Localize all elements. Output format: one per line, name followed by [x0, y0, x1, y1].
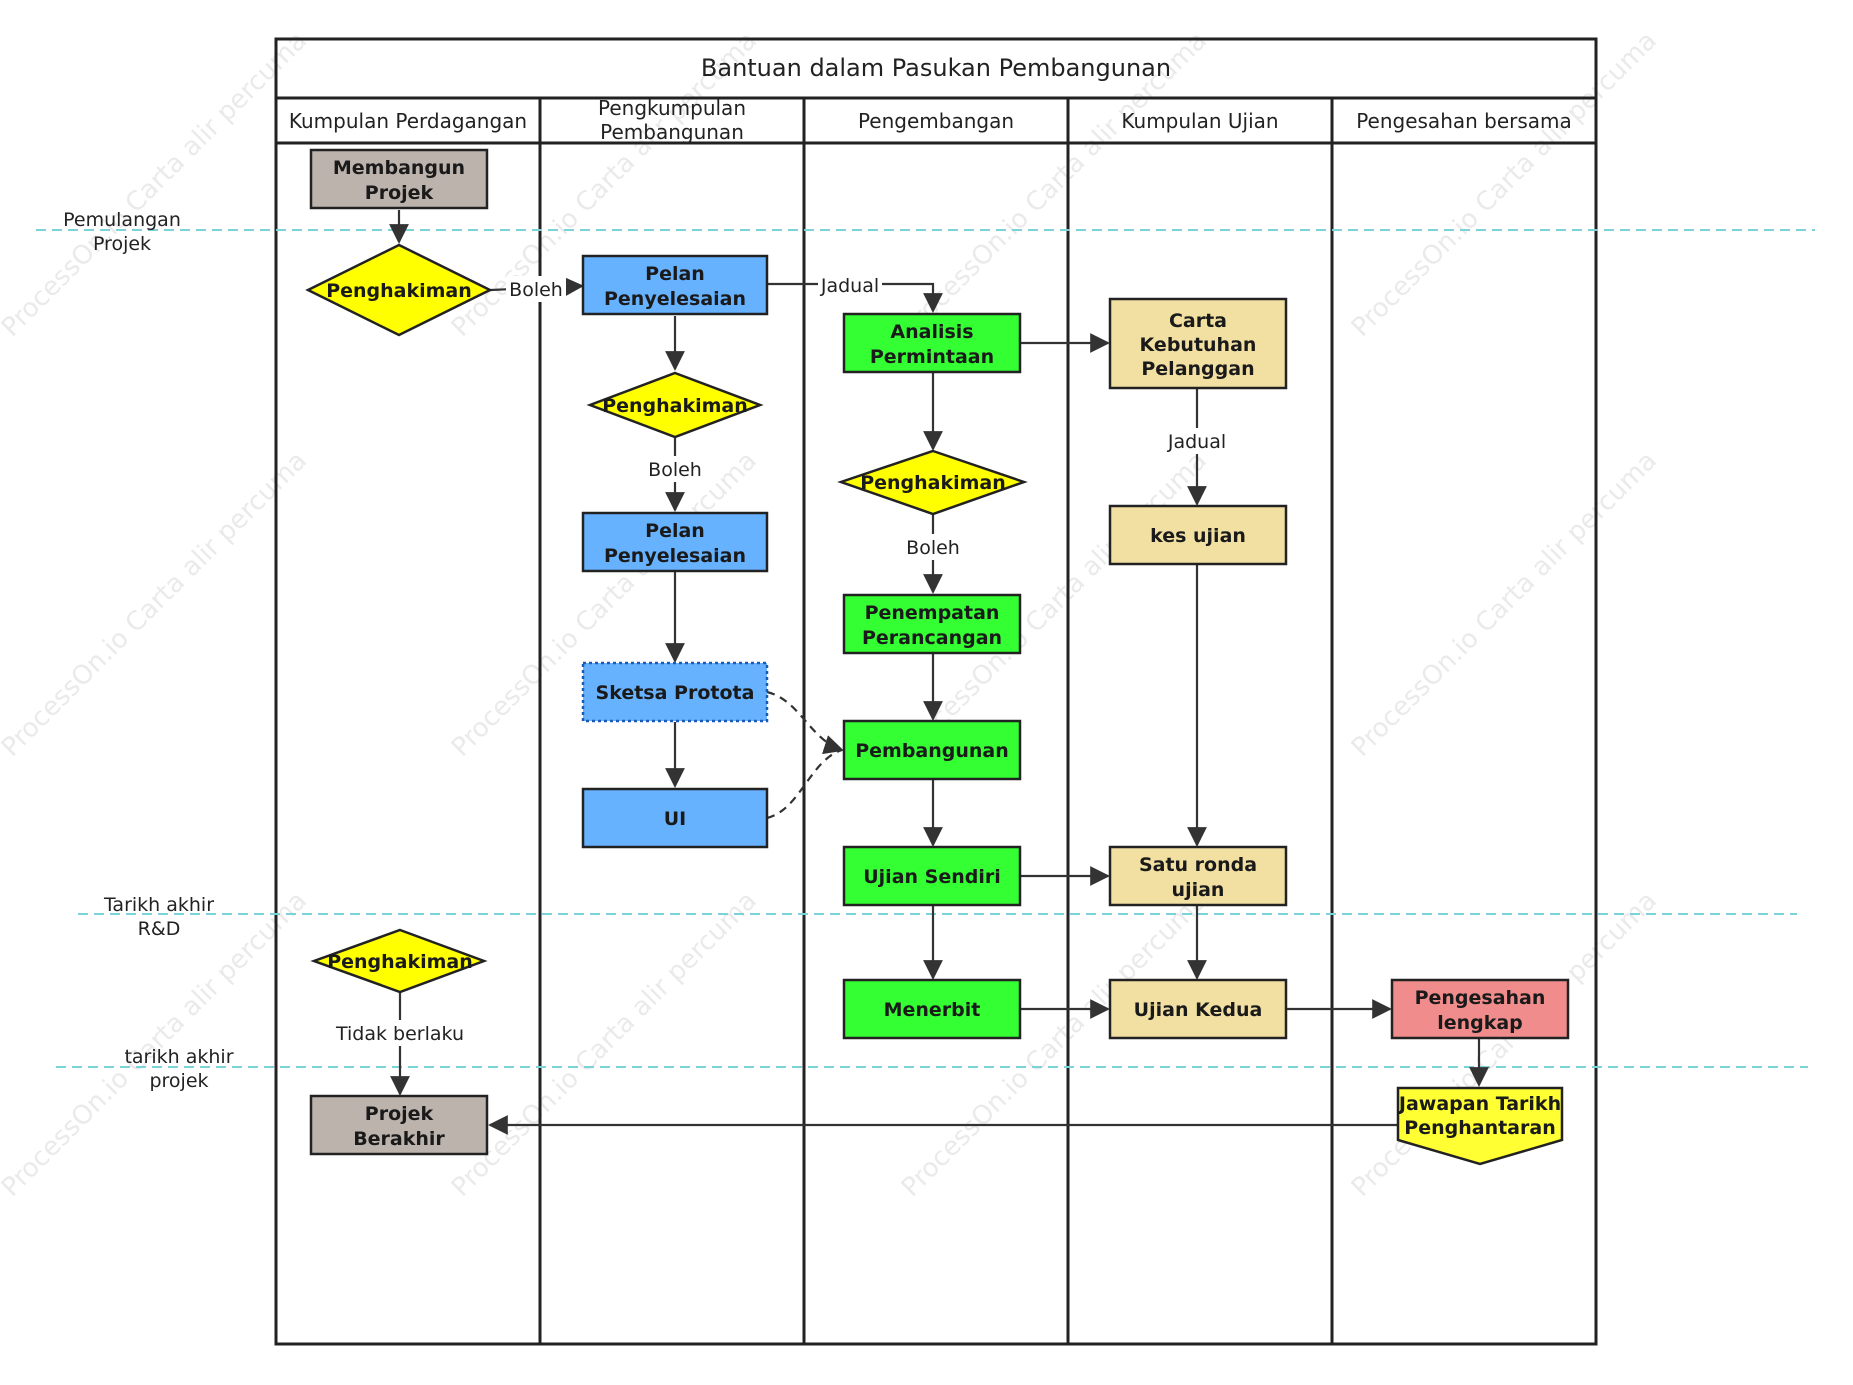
- milestone-label-pemulangan-line2: Projek: [93, 233, 151, 255]
- lane-title-pengkumpulan-line2: Pembangunan: [600, 120, 744, 144]
- milestone-label-pemulangan-line1: Pemulangan: [63, 209, 181, 231]
- node-judge2-text: Penghakiman: [602, 395, 748, 417]
- node-judge4-diamond: [310, 928, 488, 994]
- milestone-label-rnd-line1: Tarikh akhir: [103, 894, 214, 916]
- node-testcase-box: [1108, 504, 1288, 566]
- milestone-label-projek-line2: projek: [149, 1070, 208, 1092]
- node-judge1-diamond: [305, 243, 493, 337]
- lane-title-perdagangan: Kumpulan Perdagangan: [289, 109, 527, 133]
- node-design-line1: Penempatan: [865, 602, 1000, 624]
- node-judge3-text: Penghakiman: [860, 472, 1006, 494]
- edge-label-judge1-plan1: Boleh: [509, 279, 563, 301]
- node-judge3-diamond: [837, 449, 1028, 516]
- watermark-text: ProcessOn.io Carta alir percuma: [1346, 26, 1663, 343]
- edge-label-bg: [506, 276, 566, 302]
- node-design-line2: Perancangan: [862, 627, 1002, 649]
- node-publish-text: Menerbit: [884, 999, 981, 1021]
- diagram-title: Bantuan dalam Pasukan Pembangunan: [701, 54, 1171, 82]
- node-plan1-box: [581, 254, 769, 316]
- node-end-box: [309, 1094, 489, 1156]
- node-chart-line1: Carta: [1169, 310, 1227, 332]
- watermark-text: ProcessOn.io Carta alir percuma: [1346, 446, 1663, 763]
- pool-frame: [274, 37, 1598, 1346]
- node-publish-box: [842, 978, 1022, 1040]
- node-start-box: [309, 148, 489, 210]
- node-build-text: Pembangunan: [855, 740, 1009, 762]
- node-plan2-line2: Penyelesaian: [604, 545, 746, 567]
- node-sketch-text: Sketsa Protota: [596, 682, 755, 704]
- watermark-text: ProcessOn.io Carta alir percuma: [896, 886, 1213, 1203]
- watermark-text: ProcessOn.io Carta alir percuma: [0, 26, 313, 343]
- edge-label-bg: [902, 534, 964, 560]
- node-selftest-text: Ujian Sendiri: [863, 866, 1001, 888]
- node-delivery-line1: Jawapan Tarikh: [1397, 1093, 1561, 1115]
- node-chart-line2: Kebutuhan: [1140, 334, 1257, 356]
- node-plan2-box: [581, 511, 769, 573]
- node-verify-line2: lengkap: [1437, 1012, 1523, 1034]
- node-verify-box: [1390, 978, 1570, 1040]
- node-selftest-box: [842, 845, 1022, 907]
- node-end-line1: Projek: [365, 1103, 434, 1125]
- node-build-box: [842, 719, 1022, 781]
- lane-title-pengembangan: Pengembangan: [858, 109, 1014, 133]
- edge-sketch-build: [766, 690, 844, 755]
- node-sketch-box: [581, 661, 769, 723]
- edge-label-judge3-design: Boleh: [906, 537, 960, 559]
- node-analysis-line1: Analisis: [890, 321, 973, 343]
- node-design-box: [842, 593, 1022, 655]
- node-round2-text: Ujian Kedua: [1134, 999, 1263, 1021]
- lane-title-pengkumpulan-line1: Pengkumpulan: [598, 96, 746, 120]
- milestone-label-projek-line1: tarikh akhir: [124, 1046, 233, 1068]
- node-verify-line1: Pengesahan: [1415, 987, 1546, 1009]
- node-testcase-text: kes ujian: [1150, 525, 1246, 547]
- edge-label-chart-testcase: Jadual: [1167, 431, 1226, 453]
- node-start-line1: Membangun: [333, 157, 465, 179]
- node-round2-box: [1108, 978, 1288, 1040]
- edge-label-judge2-plan2: Boleh: [648, 459, 702, 481]
- node-end-line2: Berakhir: [353, 1128, 445, 1150]
- node-round1-box: [1108, 845, 1288, 907]
- edge-label-bg: [334, 1020, 466, 1046]
- watermark-text: ProcessOn.io Carta alir percuma: [446, 886, 763, 1203]
- edge-label-judge4-end: Tidak berlaku: [335, 1023, 464, 1045]
- node-plan1-line2: Penyelesaian: [604, 288, 746, 310]
- edge-label-bg: [818, 272, 882, 298]
- node-start-line2: Projek: [365, 182, 434, 204]
- edge-label-bg: [644, 456, 706, 482]
- node-round1-line1: Satu ronda: [1139, 854, 1257, 876]
- node-chart-line3: Pelanggan: [1141, 358, 1254, 380]
- lane-title-ujian: Kumpulan Ujian: [1121, 109, 1278, 133]
- milestone-label-rnd-line2: R&D: [138, 918, 181, 940]
- node-judge4-text: Penghakiman: [327, 951, 473, 973]
- node-judge1-text: Penghakiman: [326, 280, 472, 302]
- watermark-text: ProcessOn.io Carta alir percuma: [0, 446, 313, 763]
- node-plan1-line1: Pelan: [645, 263, 705, 285]
- lane-title-pengesahan: Pengesahan bersama: [1356, 109, 1572, 133]
- node-analysis-line2: Permintaan: [870, 346, 994, 368]
- node-round1-line2: ujian: [1172, 879, 1225, 901]
- node-ui-box: [581, 787, 769, 849]
- node-delivery-shape: [1396, 1086, 1564, 1166]
- node-analysis-box: [842, 312, 1022, 374]
- edge-label-bg: [1164, 428, 1230, 454]
- node-ui-text: UI: [664, 808, 687, 830]
- node-delivery-line2: Penghantaran: [1404, 1117, 1555, 1139]
- node-judge2-diamond: [586, 371, 764, 439]
- node-chart-box: [1108, 297, 1288, 390]
- node-plan2-line1: Pelan: [645, 520, 705, 542]
- edge-label-plan1-analysis: Jadual: [820, 275, 879, 297]
